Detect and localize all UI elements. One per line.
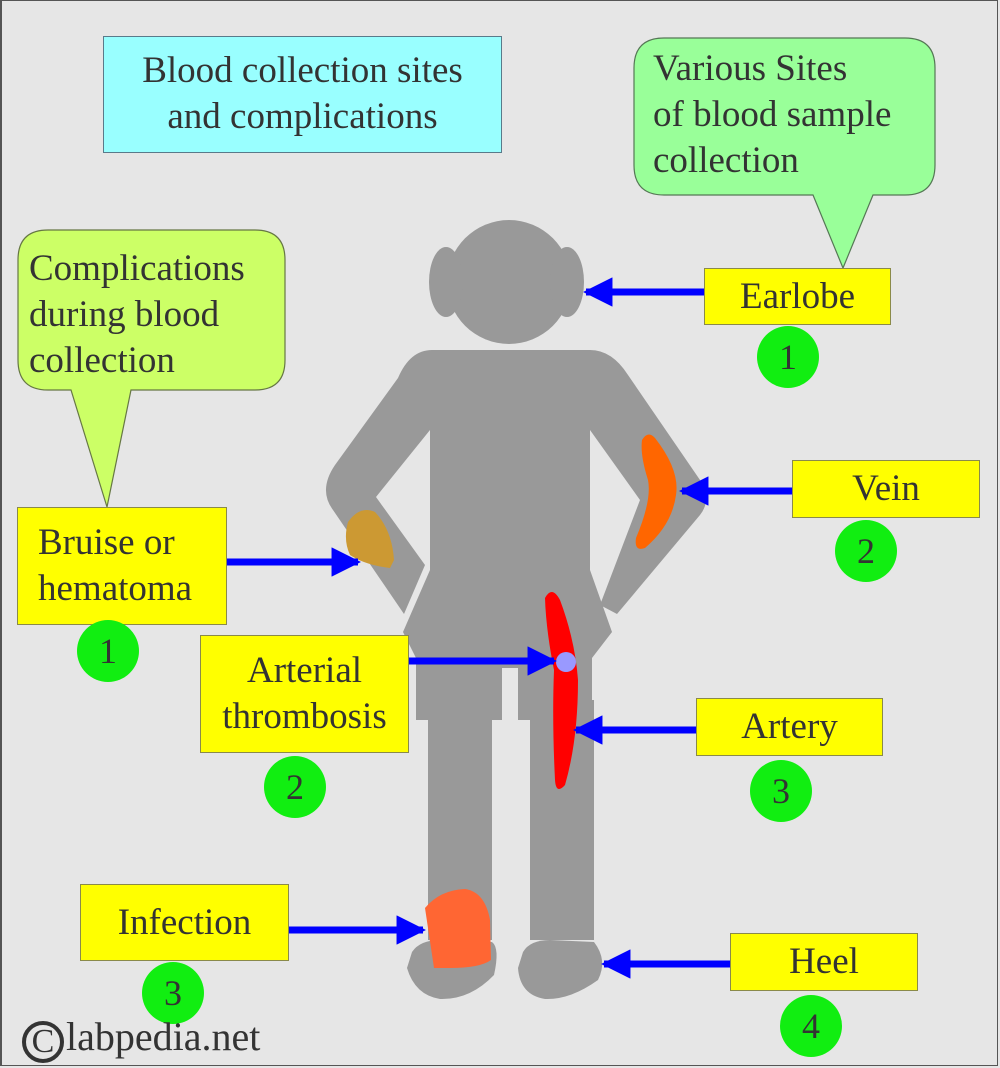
site-number-badge: 1 [757, 326, 819, 388]
badge-number: 1 [99, 631, 117, 671]
site-label-text: Vein [852, 468, 920, 509]
site-label-artery: Artery [696, 698, 883, 756]
copyright-symbol: C [22, 1021, 64, 1063]
complication-label-line-1: Arterial [246, 650, 363, 691]
vein-mark [635, 434, 677, 549]
complication-number-badge: 1 [77, 620, 139, 682]
complications-callout-line-1: Complications [29, 248, 245, 289]
complications-callout-line-3: collection [29, 340, 175, 381]
copyright-text: labpedia.net [66, 1014, 261, 1059]
sites-callout-line-1: Various Sites [653, 48, 848, 89]
infection-mark [425, 889, 491, 968]
site-label-earlobe: Earlobe [704, 268, 891, 325]
complication-number-badge: 2 [264, 756, 326, 818]
complications-callout-line-2: during blood [29, 294, 220, 335]
badge-number: 4 [802, 1006, 820, 1046]
thrombus-mark [556, 652, 576, 672]
badge-number: 1 [779, 337, 797, 377]
site-number-badge: 4 [780, 995, 842, 1057]
site-number-badge: 2 [835, 520, 897, 582]
sites-callout-line-3: collection [653, 140, 799, 181]
badge-number: 2 [857, 531, 875, 571]
complication-label-infection: Infection [80, 884, 289, 961]
figure-head [447, 220, 571, 344]
sites-callout-text: Various Sites of blood sample collection [653, 46, 891, 184]
complications-callout-bubble [17, 229, 286, 508]
complication-label-line-2: hematoma [38, 568, 193, 609]
complication-label-text: Infection [117, 901, 252, 943]
figure-right-foot [518, 940, 603, 1000]
complication-number-badge: 3 [142, 962, 204, 1024]
complication-label-line-1: Bruise or [38, 522, 175, 563]
artery-mark [545, 591, 578, 789]
figure-left-hair-bun [429, 247, 463, 317]
badge-number: 2 [286, 767, 304, 807]
human-figure [325, 220, 706, 1000]
complications-callout-text: Complications during blood collection [29, 246, 245, 384]
site-label-heel: Heel [730, 933, 918, 991]
figure-torso [325, 350, 706, 720]
site-label-text: Earlobe [739, 275, 856, 317]
site-label-text: Heel [789, 941, 859, 982]
complication-label-thrombosis: Arterial thrombosis [200, 635, 409, 753]
complication-label-line-2: thrombosis [222, 696, 387, 737]
figure-right-hair-bun [550, 247, 584, 317]
site-label-vein: Vein [792, 460, 980, 518]
badge-number: 3 [772, 771, 790, 811]
diagram-title: Blood collection sites and complications [103, 36, 502, 153]
badge-number: 3 [164, 973, 182, 1013]
complication-label-bruise: Bruise or hematoma [17, 507, 227, 625]
site-number-badge: 3 [750, 760, 812, 822]
title-line-1: Blood collection sites [142, 49, 463, 91]
sites-callout-line-2: of blood sample [653, 94, 892, 135]
title-line-2: and complications [167, 95, 438, 137]
site-label-text: Artery [741, 706, 838, 747]
